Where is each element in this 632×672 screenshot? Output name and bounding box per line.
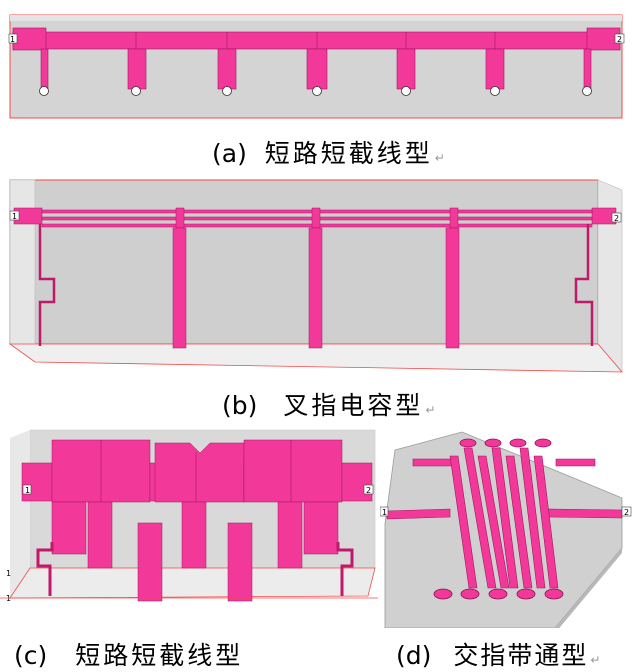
- panel-c-caption-letter: (c): [14, 641, 48, 670]
- panel-b-caption: (b) 叉指电容型↵: [222, 386, 435, 422]
- panel-b-port-2: 2: [614, 214, 619, 223]
- panel-c-diagram: 1 2 1 1: [0, 429, 378, 603]
- panel-d-port-1: 1: [382, 508, 387, 517]
- panel-c-port-2: 2: [366, 486, 371, 495]
- return-mark: ↵: [425, 403, 436, 417]
- panel-c-caption: (c) 短路短截线型: [14, 636, 243, 672]
- panel-c-edge-mark-2: 1: [6, 594, 11, 603]
- panel-c-caption-text: 短路短截线型: [75, 641, 244, 670]
- return-mark: ↵: [590, 653, 601, 667]
- panel-d-port-2: 2: [624, 508, 629, 517]
- panel-a-caption-letter: (a): [212, 139, 247, 168]
- panel-a-port-2: 2: [617, 35, 622, 44]
- panel-c-port-1: 1: [25, 486, 30, 495]
- panel-d-diagram: 1 2: [380, 431, 632, 628]
- panel-a-diagram: 1 2: [8, 14, 625, 119]
- panel-b-caption-letter: (b): [222, 391, 258, 420]
- panel-a-port-1: 1: [10, 35, 15, 44]
- panel-b-port-1: 1: [12, 212, 17, 221]
- panel-a-caption: (a) 短路短截线型↵: [212, 134, 445, 170]
- panel-b-caption-text: 叉指电容型: [283, 391, 424, 420]
- panel-a-caption-text: 短路短截线型: [264, 139, 433, 168]
- panel-b-diagram: 1 2: [8, 179, 623, 373]
- panel-c-edge-mark-1: 1: [6, 569, 11, 578]
- panel-d-caption: (d) 交指带通型↵: [396, 636, 600, 672]
- panel-d-caption-letter: (d): [396, 641, 432, 670]
- panel-d-caption-text: 交指带通型: [453, 641, 589, 670]
- return-mark: ↵: [434, 151, 445, 165]
